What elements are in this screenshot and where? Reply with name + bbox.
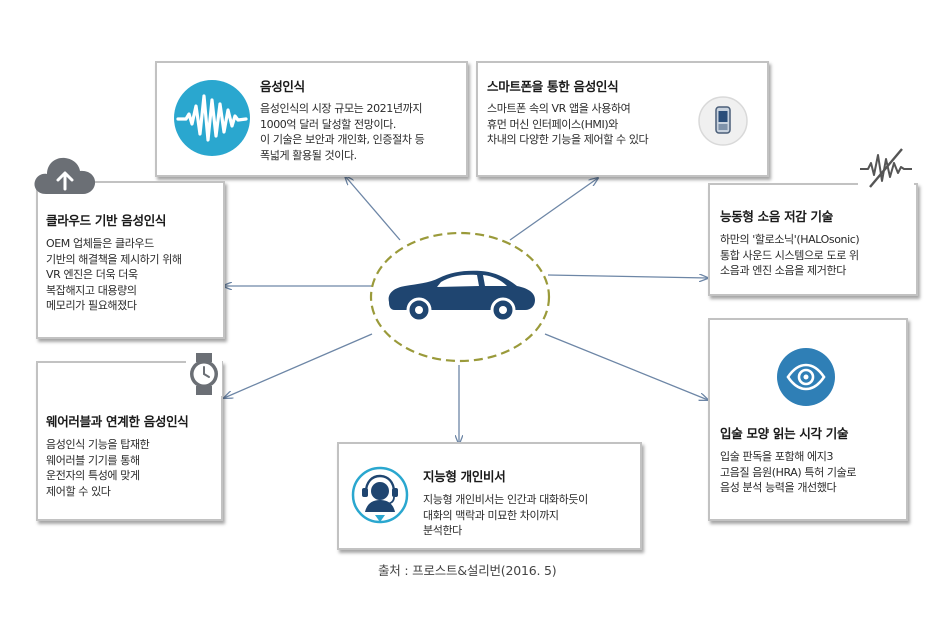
card-cloud <box>36 181 225 339</box>
arrow-to-lip <box>544 333 708 400</box>
card-voice-body: 음성인식의 시장 규모는 2021년까지 1000억 달러 달성할 전망이다. … <box>260 102 425 162</box>
source-caption: 출처 : 프로스트&설리번(2016. 5) <box>378 563 557 578</box>
arrow-to-wearable <box>224 333 373 398</box>
card-lip-body: 입술 판독을 포함해 에지3 고음질 음원(HRA) 특허 기술로 음성 분석 … <box>720 450 857 494</box>
card-voice-title: 음성인식 <box>260 79 305 94</box>
card-cloud-body: OEM 업체들은 클라우드 기반의 해결책을 제시하기 위해 VR 엔진은 더욱… <box>46 237 182 312</box>
car-icon <box>388 270 535 323</box>
card-cloud-title: 클라우드 기반 음성인식 <box>46 213 167 228</box>
cloud-upload-icon <box>34 157 96 194</box>
card-assistant-title: 지능형 개인비서 <box>423 469 506 484</box>
arrow-to-smartphone <box>509 178 598 241</box>
card-noise-reduction <box>708 183 918 296</box>
eye-icon <box>775 346 837 408</box>
card-noise-body: 하만의 '할로소닉'(HALOsonic) 통합 사운드 시스템으로 도로 위 … <box>720 233 860 277</box>
smartphone-icon <box>698 96 748 146</box>
card-noise-title: 능동형 소음 저감 기술 <box>720 209 833 224</box>
sound-wave-icon <box>172 78 252 158</box>
watch-icon <box>186 352 222 396</box>
card-lip-title: 입술 모양 읽는 시각 기술 <box>720 426 849 441</box>
arrow-to-voice <box>345 176 401 241</box>
arrow-to-noise <box>547 275 708 278</box>
card-assistant-body: 지능형 개인비서는 인간과 대화하듯이 대화의 맥락과 미묘한 차이까지 분석한… <box>423 493 588 537</box>
card-smartphone-body: 스마트폰 속의 VR 앱을 사용하여 휴먼 머신 인터페이스(HMI)와 차내의… <box>487 102 649 146</box>
card-wearable-title: 웨어러블과 연계한 음성인식 <box>46 414 189 429</box>
card-wearable-body: 음성인식 기능을 탑재한 웨어러블 기기를 통해 운전자의 특성에 맞게 제어할… <box>46 438 150 498</box>
noise-cancel-icon <box>858 145 914 191</box>
headset-icon <box>351 466 409 524</box>
card-smartphone-title: 스마트폰을 통한 음성인식 <box>487 79 619 94</box>
